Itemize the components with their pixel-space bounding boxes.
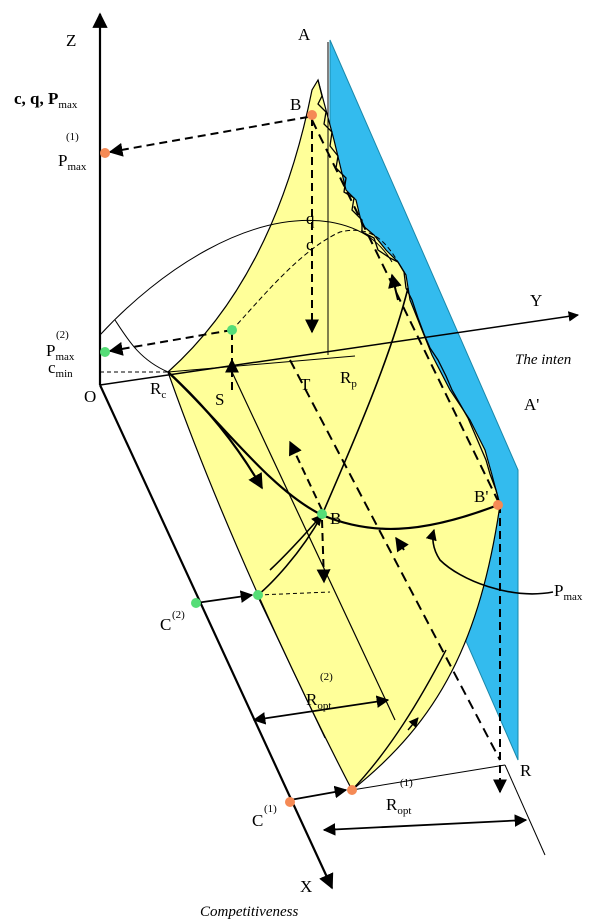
dash-green-to-pmax2	[108, 329, 233, 356]
dash-top-up	[388, 273, 402, 301]
dash-b-mid-down	[316, 519, 331, 584]
dash-mid-diagonal	[289, 359, 501, 761]
ropt1-label: Ropt	[386, 795, 411, 817]
point-b-mid-label: B	[330, 509, 341, 528]
yellow-surface	[167, 78, 501, 791]
point-b-right	[493, 500, 503, 510]
ropt1-sup: (1)	[400, 777, 413, 789]
pmax1-label: Pmax	[58, 151, 87, 173]
base-line-r	[351, 764, 506, 791]
curve-c-label: c	[306, 235, 314, 254]
point-green-c2-target	[253, 590, 263, 600]
point-r-label: R	[520, 761, 532, 780]
lower-curve-arrow	[407, 717, 419, 731]
point-b-top-label: B	[290, 95, 301, 114]
pmax2-label: Pmax	[46, 341, 75, 363]
rc-rp-line	[167, 355, 356, 373]
arrow-c2	[195, 590, 254, 604]
cmin-label: cmin	[48, 358, 73, 380]
c2-sup: (2)	[172, 609, 185, 621]
pmax1-sup: (1)	[66, 131, 79, 143]
point-c1	[285, 797, 295, 807]
x-axis-caption: Competitiveness	[200, 904, 298, 920]
point-s-label: S	[215, 390, 224, 409]
ropt2-label: Ropt	[306, 690, 331, 712]
point-a-label: A	[298, 25, 311, 44]
point-rp-label: Rp	[340, 368, 357, 390]
ropt1-dimension	[322, 814, 528, 836]
point-a-prime-label: A'	[524, 395, 539, 414]
c1-sup: (1)	[264, 803, 277, 815]
point-c2	[191, 598, 201, 608]
lower-curve	[351, 649, 447, 791]
r-to-xaxis-line	[504, 764, 546, 856]
thin-outer-curve	[99, 220, 393, 336]
z-quantities-label: c, q, Pmax	[14, 89, 78, 111]
point-pmax2	[100, 347, 110, 357]
dash-s-diagonal	[231, 371, 396, 721]
pmax-label-curve	[425, 528, 554, 595]
y-axis	[99, 311, 580, 386]
dash-top-diagonal	[311, 119, 501, 506]
arrow-c1	[289, 785, 348, 801]
arrow-b-to-c2	[269, 514, 323, 571]
point-rc-label: Rc	[150, 379, 166, 401]
dash-b-to-pmax1	[108, 116, 309, 157]
point-c1-target	[347, 785, 357, 795]
c1-label: C	[252, 811, 263, 830]
thin-loop-curve	[114, 319, 169, 373]
point-b-mid	[317, 509, 327, 519]
surface-wavy-edge	[317, 79, 501, 506]
pmax-curve-label: Pmax	[554, 581, 583, 603]
c2-label: C	[160, 615, 171, 634]
point-t-label: T	[300, 375, 311, 394]
point-pmax1	[100, 148, 110, 158]
z-axis-label: Z	[66, 31, 76, 50]
pmax2-sup: (2)	[56, 329, 69, 341]
x-axis-label: X	[300, 877, 312, 896]
y-axis-caption: The inten	[515, 352, 571, 368]
dash-green2-horizontal	[257, 591, 331, 596]
ropt2-sup: (2)	[320, 671, 333, 683]
ropt2-dimension	[252, 695, 390, 725]
origin-label: O	[84, 387, 96, 406]
point-green-top	[227, 325, 237, 335]
curve-top-to-b	[257, 287, 409, 596]
point-b-right-label: B'	[474, 487, 488, 506]
dash-mid-up	[395, 536, 409, 553]
rc-to-b-arrow	[167, 371, 263, 490]
curve-q-label: q	[306, 209, 315, 228]
y-axis-label: Y	[530, 291, 542, 310]
point-b-top	[307, 110, 317, 120]
c-curve	[231, 229, 399, 331]
